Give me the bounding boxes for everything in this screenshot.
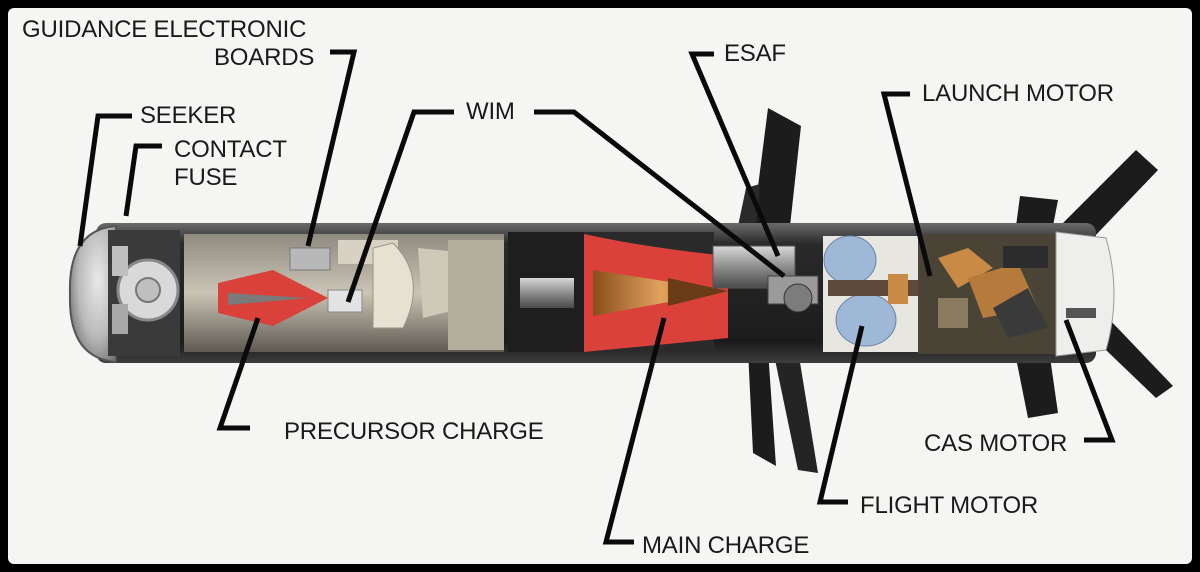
label-contact-fuse-line2: FUSE xyxy=(174,164,238,191)
flight-motor-disc-1 xyxy=(823,235,877,285)
leader-main-charge xyxy=(602,317,667,545)
leader-seeker xyxy=(77,113,132,247)
label-precursor-charge: PRECURSOR CHARGE xyxy=(284,418,544,445)
leader-contact-fuse xyxy=(123,143,162,217)
seeker-dome xyxy=(68,224,117,364)
missile-body xyxy=(68,223,1115,364)
fins xyxy=(738,108,1173,473)
missile-cutaway-illustration xyxy=(68,49,1173,545)
leader-launch-motor xyxy=(880,91,933,277)
leader-wim-right xyxy=(534,109,786,278)
label-esaf: ESAF xyxy=(724,40,786,67)
label-seeker: SEEKER xyxy=(140,102,237,129)
fin-upper-rear-blade xyxy=(1063,150,1158,238)
label-launch-motor: LAUNCH MOTOR xyxy=(922,80,1114,107)
fin-lower-front xyxy=(748,350,776,466)
label-guidance-line2: BOARDS xyxy=(214,44,315,71)
leader-esaf xyxy=(688,51,781,257)
leader-precursor xyxy=(216,317,261,431)
fin-lower-front-2 xyxy=(773,350,818,473)
label-guidance-line1: GUIDANCE ELECTRONIC xyxy=(22,16,307,43)
label-wim: WIM xyxy=(466,98,515,125)
main-charge-cone xyxy=(593,270,728,316)
leader-lines xyxy=(77,49,1116,545)
label-contact-fuse-line1: CONTACT xyxy=(174,136,287,163)
label-flight-motor: FLIGHT MOTOR xyxy=(860,492,1039,519)
label-main-charge: MAIN CHARGE xyxy=(642,532,810,559)
diagram-panel: GUIDANCE ELECTRONIC BOARDS SEEKER CONTAC… xyxy=(8,8,1192,564)
fin-upper-rear xyxy=(1016,196,1058,226)
leader-wim-left xyxy=(345,109,454,303)
leader-cas-motor xyxy=(1063,319,1116,443)
tail-cap xyxy=(1055,231,1115,357)
label-cas-motor: CAS MOTOR xyxy=(924,430,1068,457)
leader-flight-motor xyxy=(816,325,865,505)
flight-motor-disc-2 xyxy=(835,293,897,347)
leader-guidance xyxy=(305,49,358,247)
fin-upper-front xyxy=(753,108,801,226)
